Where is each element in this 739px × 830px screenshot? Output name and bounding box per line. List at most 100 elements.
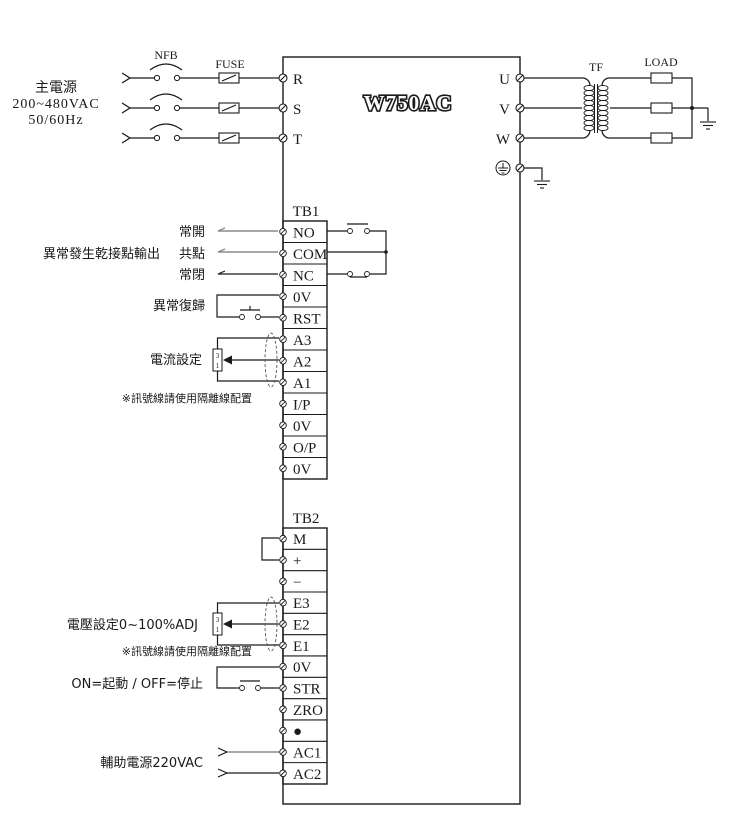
terminal-screw-icon — [279, 314, 287, 322]
dry-contact-labels: 常開 共點 常閉 異常發生乾接點輸出 — [43, 225, 278, 283]
terminal-v-icon — [515, 103, 525, 113]
load-resistor-icon — [650, 132, 673, 144]
terminal-label: E1 — [293, 639, 310, 655]
aux-power-label: 輔助電源220VAC — [100, 756, 203, 771]
load-label: LOAD — [644, 55, 678, 69]
terminal-label: M — [293, 532, 306, 548]
transformer-icon — [583, 77, 609, 139]
protective-earth-icon — [495, 160, 511, 176]
start-stop-switch: ON=起動 / OFF=停止 — [71, 666, 279, 692]
terminal-label: NO — [293, 225, 315, 241]
voltage-setting-potentiometer: 電壓設定0~100%ADJ 3 1 ※訊號線請使用隔離線配置 — [67, 596, 279, 658]
terminal-t-icon — [278, 133, 288, 143]
terminal-screw-icon — [279, 769, 287, 778]
terminal-screw-icon — [279, 641, 287, 650]
svg-text:W750AC: W750AC — [364, 91, 453, 115]
terminal-w-label: W — [496, 132, 511, 148]
fault-reset-switch: 異常復歸 — [153, 294, 279, 320]
m-plus-jumper — [261, 537, 279, 561]
voltage-setting-label: 電壓設定0~100%ADJ — [67, 617, 198, 633]
terminal-screw-icon — [279, 748, 287, 756]
terminal-s-label: S — [293, 102, 301, 118]
ground-icon — [533, 180, 551, 189]
terminal-label: 0V — [293, 290, 312, 306]
nfb-label: NFB — [154, 48, 177, 62]
terminal-s-icon — [278, 103, 288, 113]
relay-contacts — [327, 223, 388, 278]
terminal-label: + — [293, 553, 301, 569]
shield-note: ※訊號線請使用隔離線配置 — [122, 644, 252, 658]
load-resistor-icon — [650, 102, 673, 114]
terminal-label: 0V — [293, 462, 312, 478]
terminal-u-icon — [515, 73, 525, 83]
terminal-label: STR — [293, 681, 321, 697]
fault-reset-label: 異常復歸 — [153, 298, 205, 314]
terminal-screw-icon — [279, 443, 287, 451]
terminal-screw-icon — [279, 292, 287, 300]
terminal-screw-icon — [279, 598, 287, 607]
terminal-label: I/P — [293, 397, 311, 413]
terminal-ground-icon — [515, 163, 525, 173]
terminal-label: AC1 — [293, 745, 321, 761]
terminal-screw-icon — [279, 357, 287, 365]
transformer-label: TF — [589, 60, 603, 74]
terminal-r-label: R — [293, 72, 303, 88]
phase-s-line — [121, 93, 281, 114]
terminal-screw-icon — [279, 684, 287, 692]
main-power-title: 主電源 — [35, 80, 77, 96]
terminal-screw-icon — [279, 421, 287, 429]
terminal-screw-icon — [279, 464, 287, 472]
terminal-u-label: U — [499, 72, 510, 88]
terminal-label: RST — [293, 311, 321, 327]
terminal-label: A1 — [293, 376, 311, 392]
terminal-label: ● — [293, 724, 302, 740]
main-power-voltage: 200~480VAC — [12, 97, 99, 112]
phase-t-line — [121, 123, 281, 144]
common-label: 共點 — [179, 247, 205, 262]
main-power-frequency: 50/60Hz — [28, 113, 83, 128]
dry-contact-output-label: 異常發生乾接點輸出 — [43, 246, 160, 262]
normally-open-label: 常開 — [179, 225, 205, 240]
terminal-w-icon — [515, 133, 525, 143]
terminal-screw-icon — [279, 400, 287, 408]
terminal-label: A3 — [293, 333, 311, 349]
terminal-screw-icon — [279, 227, 287, 236]
tb2-title: TB2 — [293, 511, 320, 527]
terminal-screw-icon — [279, 249, 287, 257]
controller-model: W750AC — [362, 89, 453, 116]
terminal-label: COM — [293, 247, 327, 263]
terminal-label: 0V — [293, 660, 312, 676]
main-power-section: 主電源 200~480VAC 50/60Hz NFB FUSE — [12, 48, 281, 144]
terminal-label: 0V — [293, 419, 312, 435]
terminal-screw-icon — [279, 378, 287, 386]
terminal-label: ZRO — [293, 703, 323, 719]
terminal-r-icon — [278, 73, 288, 83]
svg-text:1: 1 — [216, 362, 220, 370]
terminal-screw-icon — [279, 620, 287, 628]
aux-power-input: 輔助電源220VAC — [100, 747, 279, 778]
svg-text:3: 3 — [216, 616, 220, 624]
terminal-t-label: T — [293, 132, 302, 148]
fuse-label: FUSE — [215, 57, 244, 71]
terminal-label: O/P — [293, 440, 316, 456]
tb1-title: TB1 — [293, 204, 320, 220]
svg-text:1: 1 — [216, 626, 220, 634]
terminal-screw-icon — [279, 271, 287, 279]
start-stop-label: ON=起動 / OFF=停止 — [71, 676, 203, 692]
terminal-screw-icon — [279, 335, 287, 343]
terminal-screw-icon — [279, 662, 287, 671]
phase-r-line — [121, 63, 281, 84]
terminal-label: AC2 — [293, 767, 321, 783]
terminal-screw-icon — [279, 556, 287, 564]
terminal-screw-icon — [279, 577, 287, 586]
output-section: TF LOAD — [524, 55, 717, 144]
terminal-label: NC — [293, 268, 314, 284]
terminal-label: E2 — [293, 617, 310, 633]
terminal-screw-icon — [279, 534, 287, 543]
load-resistor-icon — [650, 72, 673, 84]
terminal-label: E3 — [293, 596, 310, 612]
terminal-screw-icon — [279, 705, 287, 714]
